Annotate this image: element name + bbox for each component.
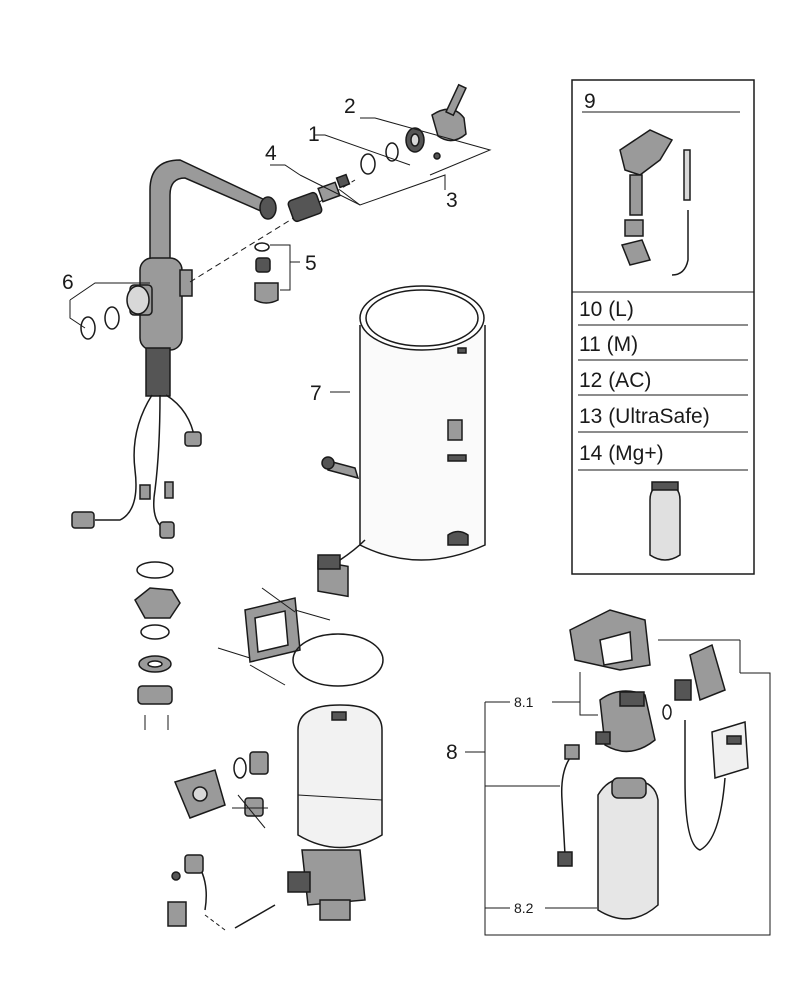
filter-item-13: 13 (UltraSafe) [579,405,710,428]
filter-item-11: 11 (M) [579,333,638,356]
expansion-vessel [287,704,383,921]
label-8: 8 [446,741,458,764]
part-5-parts [254,242,300,304]
filter-panel [571,79,755,575]
label-1: 1 [308,123,320,146]
label-4: 4 [265,142,277,165]
label-9: 9 [584,90,596,113]
filter-item-10: 10 (L) [579,298,634,321]
cartridge-assembly [270,83,492,223]
valve-fittings [167,751,276,931]
label-7: 7 [310,382,322,405]
filter-item-14: 14 (Mg+) [579,442,664,465]
filter-set [465,609,771,936]
wall-bracket [217,587,384,687]
part-6-rings [69,282,150,340]
filter-item-12: 12 (AC) [579,369,651,392]
label-6: 6 [62,271,74,294]
faucet-hoses [71,394,202,539]
boiler [317,285,486,598]
label-5: 5 [305,252,317,275]
label-8-2: 8.2 [514,900,534,916]
label-2: 2 [344,95,356,118]
mounting-set [134,561,181,730]
label-3: 3 [446,189,458,212]
label-8-1: 8.1 [514,694,534,710]
